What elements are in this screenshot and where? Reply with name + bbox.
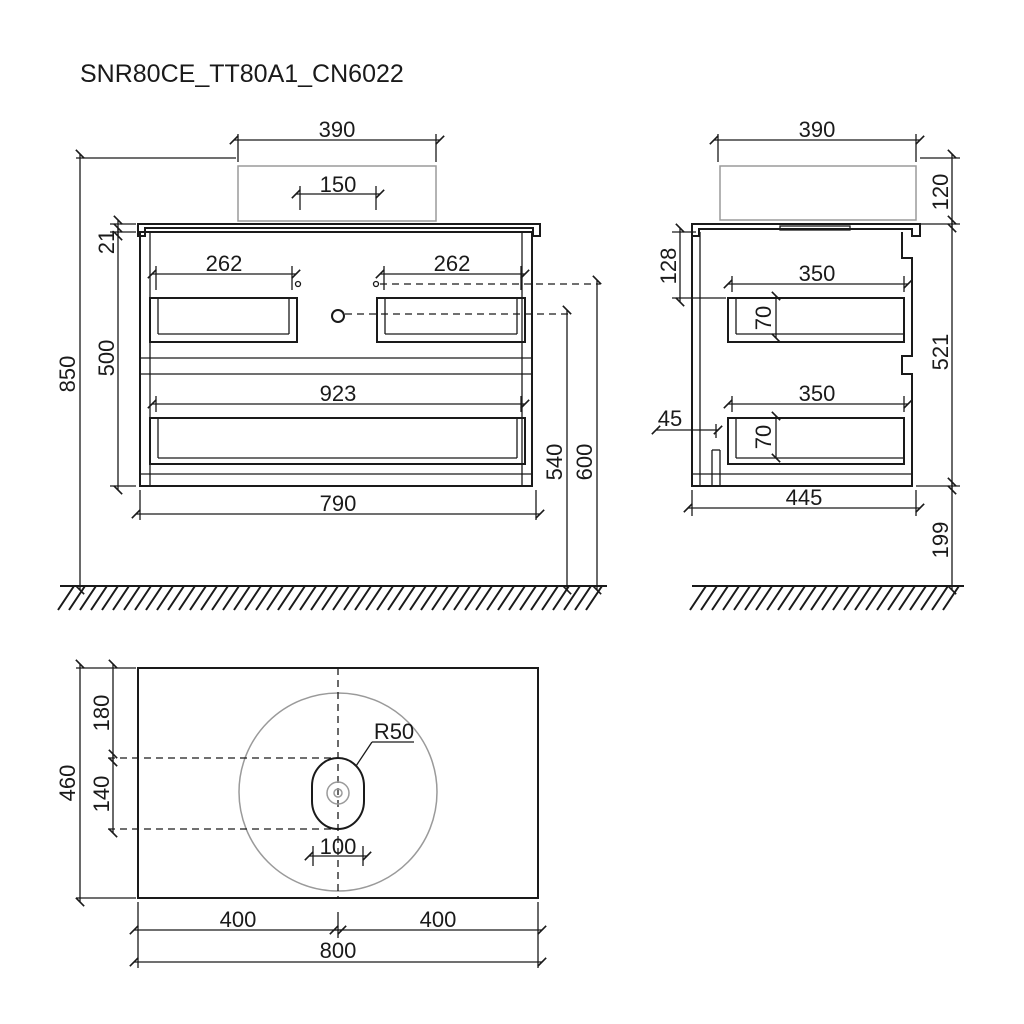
dim-top-oval-width: 100 [320, 834, 357, 859]
dim-front-cabinet-height: 500 [94, 340, 119, 377]
dim-side-basin-width: 390 [799, 117, 836, 142]
dim-top-total-width: 800 [320, 938, 357, 963]
dim-top-radius: R50 [374, 719, 414, 744]
dim-side-drawer-depth-bottom: 350 [799, 381, 836, 406]
front-hook-left [294, 280, 302, 288]
side-cabinet [691, 232, 913, 487]
dim-top-drain-span: 140 [89, 776, 114, 813]
side-view: 390 350 70 350 70 128 45 445 [651, 117, 964, 611]
front-drawer-right [376, 297, 526, 343]
side-countertop [691, 223, 921, 237]
dim-side-drawer-side-top: 70 [751, 306, 776, 330]
dim-top-left-half: 400 [220, 907, 257, 932]
dim-side-top-drawer-offset: 128 [656, 248, 681, 285]
dim-side-inset: 45 [658, 406, 682, 431]
dim-front-lower-handle: 923 [320, 381, 357, 406]
dim-top-right-half: 400 [420, 907, 457, 932]
side-basin [719, 165, 917, 221]
top-view: R50 100 460 180 140 400 400 800 [55, 659, 547, 968]
dim-top-front-to-drain: 180 [89, 695, 114, 732]
top-drain-oval [311, 757, 365, 830]
front-drawer-left [149, 297, 298, 343]
dim-front-handle-left: 262 [206, 251, 243, 276]
dim-side-drawer-depth-top: 350 [799, 261, 836, 286]
dim-front-hook-height: 600 [572, 444, 597, 481]
top-drain-hole [326, 781, 350, 805]
dim-front-handle-right: 262 [434, 251, 471, 276]
side-drawer-upper [727, 297, 905, 343]
front-hook-right [372, 280, 380, 288]
dim-front-basin-width: 390 [319, 117, 356, 142]
dim-side-cabinet-height: 521 [928, 334, 953, 371]
front-drain-circle [331, 309, 345, 323]
front-countertop [137, 223, 541, 237]
dim-front-top-thickness: 21 [94, 230, 119, 254]
dim-front-drain-spacing: 150 [320, 172, 357, 197]
side-floor-hatch [689, 585, 964, 611]
front-cabinet [139, 231, 533, 487]
dim-front-cabinet-width: 790 [320, 491, 357, 516]
dim-side-drawer-side-bottom: 70 [751, 425, 776, 449]
front-basin [237, 165, 437, 222]
front-floor-hatch [57, 585, 607, 611]
dim-side-cabinet-depth: 445 [786, 485, 823, 510]
dim-side-floor-clearance: 199 [928, 522, 953, 559]
front-drawer-lower [149, 417, 526, 465]
dim-front-drain-height: 540 [542, 444, 567, 481]
dim-top-depth: 460 [55, 765, 80, 802]
front-view: 390 150 262 262 923 790 850 21 [55, 117, 607, 611]
dim-side-basin-height: 120 [928, 174, 953, 211]
dim-front-overall-height: 850 [55, 356, 80, 393]
side-drawer-lower [727, 417, 905, 465]
drawing-title: SNR80CE_TT80A1_CN6022 [80, 60, 404, 88]
